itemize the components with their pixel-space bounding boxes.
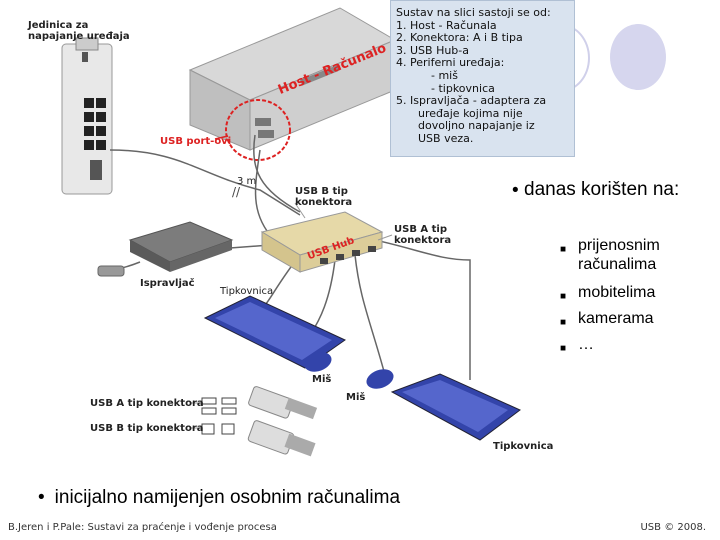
diagram-legend: Sustav na slici sastoji se od: 1. Host -… [390, 0, 575, 157]
usage-sub-list: ■ prijenosnim računalima ■ mobitelima ■ … [560, 236, 720, 363]
usb-hub-image [260, 211, 384, 273]
cable-length-label: 3 m [237, 176, 257, 187]
legend-item: 4. Periferni uređaja: [396, 56, 505, 70]
list-item-text: … [578, 336, 594, 353]
bottom-bullet-text: inicijalno namijenjen osobnim računalima [54, 487, 401, 508]
list-item-text: mobitelima [578, 284, 656, 301]
keyboard-2-label: Tipkovnica [493, 441, 554, 452]
legend-item: 1. Host - Računala [396, 18, 497, 32]
bullet-icon: • [38, 487, 45, 508]
square-bullet-icon: ■ [560, 291, 567, 302]
list-item: ■ mobitelima [560, 283, 720, 302]
usb-a-connector-label: USB A tip konektora [394, 224, 452, 246]
decorative-circle-filled [610, 24, 666, 90]
power-unit-image [61, 37, 113, 195]
legend-item: 3. USB Hub-a [396, 43, 470, 57]
legend-item: - tipkovnica [431, 81, 495, 95]
square-bullet-icon: ■ [560, 244, 567, 255]
keyboard-2-image [390, 373, 521, 441]
usb-b-connector-image [247, 420, 316, 457]
usb-b-connector-label: USB B tip konektora [295, 186, 353, 208]
square-bullet-icon: ■ [560, 317, 567, 328]
mouse-1-image [304, 352, 332, 372]
keyboard-1-image [203, 295, 346, 369]
main-bullet-text: danas korišten na: [524, 179, 680, 200]
list-item-text: prijenosnim računalima [578, 237, 660, 273]
mouse-2-label: Miš [346, 392, 366, 403]
bullet-icon: • [512, 180, 519, 201]
usb-b-type-label: USB B tip konektora [90, 423, 204, 434]
legend-item: 5. Ispravljača - adaptera za [396, 94, 547, 108]
mouse-1-label: Miš [312, 374, 332, 385]
keyboard-1-label: Tipkovnica [220, 286, 274, 297]
legend-title: Sustav na slici sastoji se od: [396, 6, 551, 19]
usb-ports-label: USB port-ovi [160, 136, 232, 147]
bottom-bullet: • inicijalno namijenjen osobnim računalim… [38, 486, 400, 509]
list-item: ■ … [560, 335, 720, 354]
legend-item: uređaje kojima nije [418, 106, 523, 120]
usb-system-diagram: // [61, 7, 521, 457]
legend-item: USB veza. [418, 131, 474, 145]
footer-right: USB © 2008. [640, 522, 706, 533]
list-item-text: kamerama [578, 310, 654, 327]
main-bullet: • danas korišten na: [512, 178, 714, 201]
power-unit-label: Jedinica za napajanje uređaja [28, 20, 130, 42]
svg-text://: // [232, 185, 241, 199]
square-bullet-icon: ■ [560, 343, 567, 354]
legend-item: 2. Konektora: A i B tipa [396, 31, 523, 45]
legend-item: dovoljno napajanje iz [418, 119, 535, 133]
legend-item: - miš [431, 68, 458, 82]
mouse-2-image [366, 369, 394, 389]
adapter-image [97, 221, 234, 277]
usb-a-connector-image [248, 386, 318, 420]
connector-symbols [201, 397, 237, 435]
list-item: ■ kamerama [560, 309, 720, 328]
adapter-label: Ispravljač [140, 278, 195, 289]
usb-a-type-label: USB A tip konektora [90, 398, 204, 409]
footer-left: B.Jeren i P.Pale: Sustavi za praćenje i … [8, 522, 277, 533]
list-item: ■ prijenosnim računalima [560, 236, 720, 274]
